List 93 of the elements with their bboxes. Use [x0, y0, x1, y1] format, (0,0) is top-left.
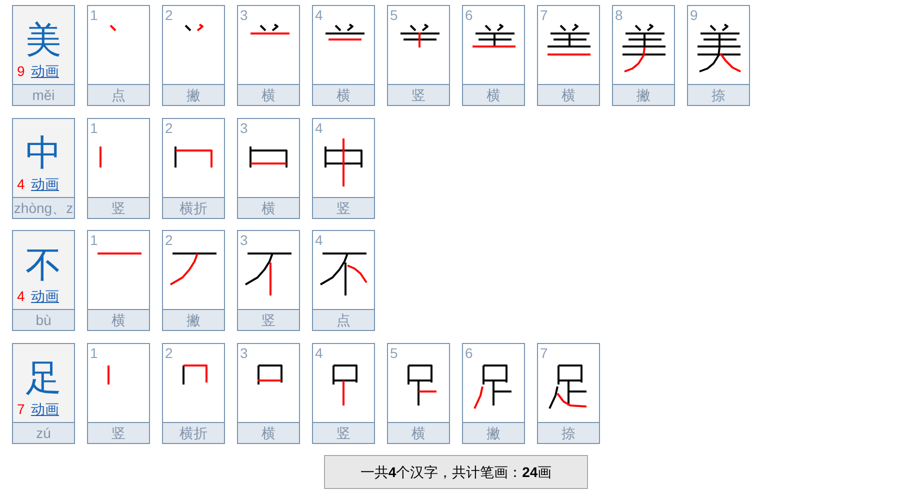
step-number: 1 — [90, 7, 98, 23]
stroke-count: 4 — [17, 175, 25, 193]
step-number: 4 — [315, 345, 323, 361]
stroke-card — [462, 343, 525, 444]
step-number: 2 — [165, 232, 173, 248]
step-number: 3 — [240, 232, 248, 248]
stroke-card — [312, 118, 375, 219]
summary-box: 一共4个汉字，共计笔画：24画 — [324, 455, 588, 489]
stroke-name: 横 — [238, 84, 299, 105]
stroke-card — [162, 5, 225, 106]
stroke-name: 捺 — [688, 84, 749, 105]
animation-link: 动画 — [31, 175, 59, 193]
stroke-card — [312, 5, 375, 106]
step-number: 4 — [315, 232, 323, 248]
stroke-name: 撇 — [163, 84, 224, 105]
stroke-card — [312, 230, 375, 331]
step-number: 2 — [165, 120, 173, 136]
pinyin: zhòng、z — [13, 197, 74, 218]
character-card — [12, 5, 75, 106]
stroke-card — [387, 5, 450, 106]
stroke-card — [87, 5, 150, 106]
stroke-card — [687, 5, 750, 106]
stroke-name: 横 — [238, 422, 299, 443]
stroke-name: 捺 — [538, 422, 599, 443]
step-number: 5 — [390, 345, 398, 361]
stroke-name: 横 — [463, 84, 524, 105]
stroke-card — [162, 230, 225, 331]
stroke-card — [387, 343, 450, 444]
stroke-name: 撇 — [163, 309, 224, 330]
step-number: 1 — [90, 345, 98, 361]
step-number: 8 — [615, 7, 623, 23]
stroke-card — [87, 230, 150, 331]
stroke-count: 4 — [17, 287, 25, 305]
stroke-name: 横折 — [163, 422, 224, 443]
stroke-name: 横 — [388, 422, 449, 443]
stroke-name: 横 — [313, 84, 374, 105]
stroke-card — [87, 118, 150, 219]
step-number: 2 — [165, 7, 173, 23]
step-number: 5 — [390, 7, 398, 23]
stroke-name: 竖 — [88, 422, 149, 443]
stroke-name: 竖 — [388, 84, 449, 105]
character-card — [12, 343, 75, 444]
step-number: 7 — [540, 7, 548, 23]
stroke-name: 横 — [538, 84, 599, 105]
stroke-card — [462, 5, 525, 106]
step-number: 2 — [165, 345, 173, 361]
step-number: 6 — [465, 345, 473, 361]
animation-link: 动画 — [31, 62, 59, 80]
character: 中 — [24, 132, 62, 174]
character: 足 — [24, 357, 62, 399]
character-card — [12, 230, 75, 331]
stroke-name: 竖 — [238, 309, 299, 330]
step-number: 9 — [690, 7, 698, 23]
step-number: 6 — [465, 7, 473, 23]
animation-link: 动画 — [31, 400, 59, 418]
stroke-name: 竖 — [313, 422, 374, 443]
stroke-card — [162, 118, 225, 219]
stroke-name: 竖 — [313, 197, 374, 218]
step-number: 3 — [240, 120, 248, 136]
stroke-count: 7 — [17, 400, 25, 418]
stroke-card — [312, 343, 375, 444]
step-number: 4 — [315, 120, 323, 136]
pinyin: bù — [13, 309, 74, 330]
stroke-name: 竖 — [88, 197, 149, 218]
pinyin: zú — [13, 422, 74, 443]
stroke-card — [87, 343, 150, 444]
character: 不 — [24, 244, 62, 286]
character-card — [12, 118, 75, 219]
step-number: 1 — [90, 232, 98, 248]
stroke-name: 撇 — [463, 422, 524, 443]
step-number: 3 — [240, 345, 248, 361]
stroke-card — [237, 5, 300, 106]
step-number: 7 — [540, 345, 548, 361]
animation-link: 动画 — [31, 287, 59, 305]
stroke-card — [237, 230, 300, 331]
stroke-name: 横 — [238, 197, 299, 218]
step-number: 4 — [315, 7, 323, 23]
step-number: 3 — [240, 7, 248, 23]
stroke-card — [537, 5, 600, 106]
step-number: 1 — [90, 120, 98, 136]
stroke-card — [612, 5, 675, 106]
pinyin: měi — [13, 84, 74, 105]
stroke-card — [162, 343, 225, 444]
stroke-card — [237, 118, 300, 219]
stroke-name: 横折 — [163, 197, 224, 218]
character: 美 — [24, 19, 62, 61]
stroke-name: 点 — [88, 84, 149, 105]
stroke-card — [537, 343, 600, 444]
stroke-name: 点 — [313, 309, 374, 330]
stroke-count: 9 — [17, 62, 25, 80]
stroke-name: 横 — [88, 309, 149, 330]
stroke-name: 撇 — [613, 84, 674, 105]
stroke-card — [237, 343, 300, 444]
